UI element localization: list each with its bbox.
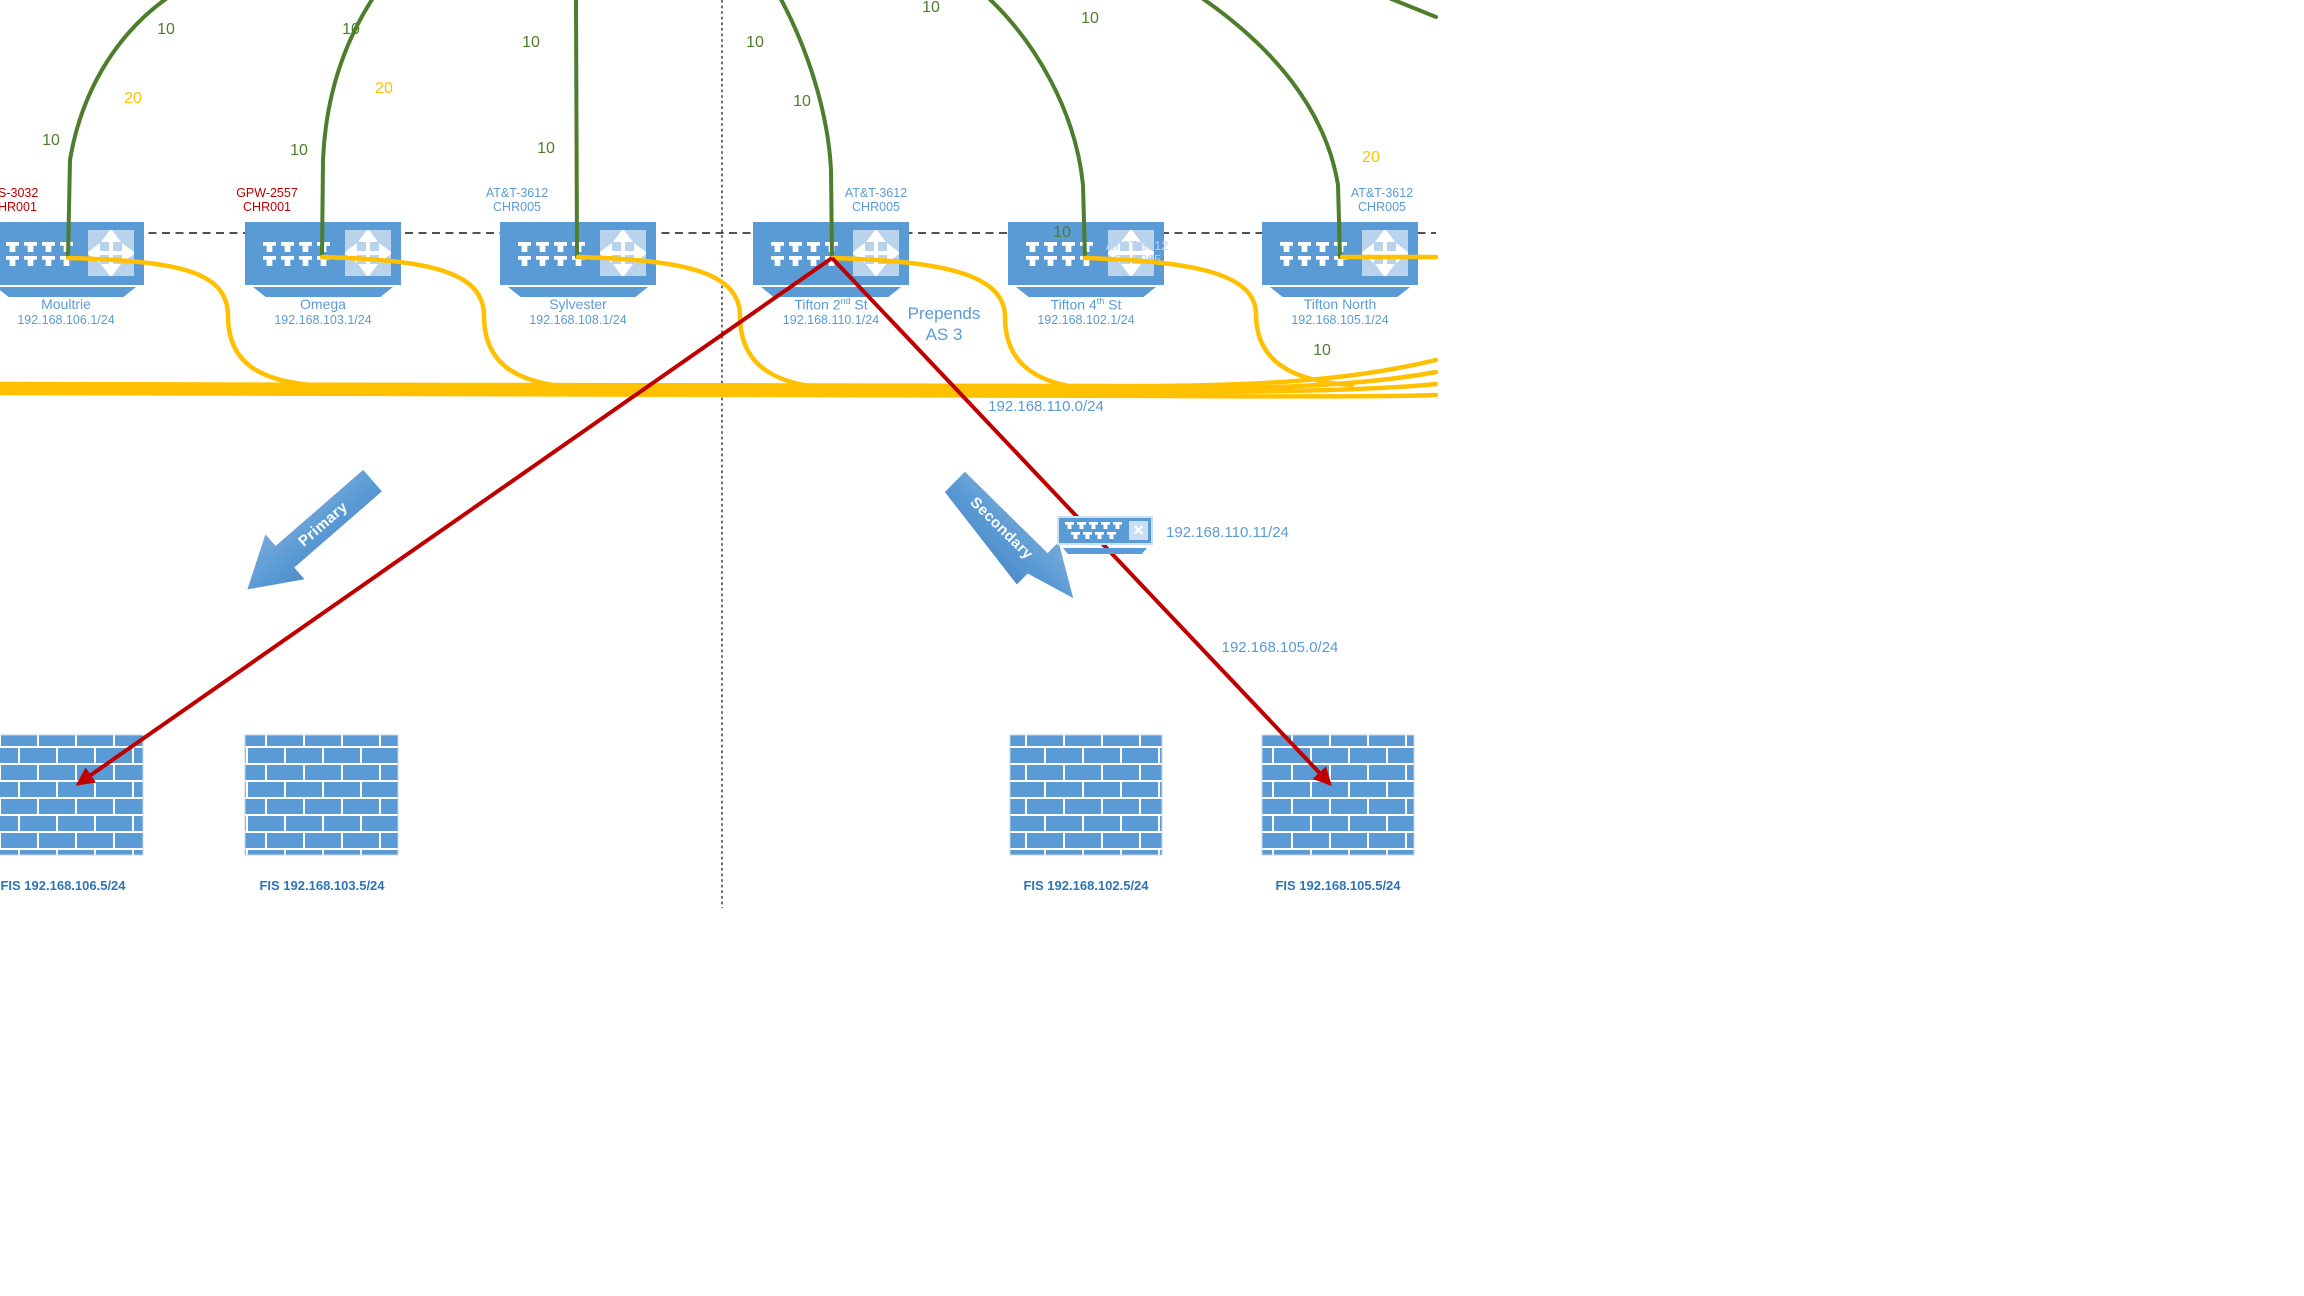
route-arrows-icon [851,228,901,278]
switch-110-11: ✕ [1057,516,1153,556]
cost-label: 20 [1362,149,1380,166]
router-name: Moultrie [41,296,91,312]
route-arrows-icon [598,228,648,278]
firewall-106 [0,734,144,856]
secondary-arrow-label: Secondary [966,493,1037,563]
firewalls [0,734,1415,856]
router-moultrie [0,222,144,302]
cost-label: 10 [1313,342,1331,359]
route-arrows-icon [86,228,136,278]
port-icons [1280,242,1352,268]
router-ip: 192.168.105.1/24 [1291,313,1389,327]
primary-path-arrow: Primary [227,457,393,613]
cost-label: 10 [1053,224,1071,241]
route-arrows-icon [343,228,393,278]
firewall-105 [1261,734,1415,856]
yellow-metro-links [0,254,1439,399]
firewall-label: FIS 192.168.106.5/24 [0,878,126,893]
prepends-as3-label: Prepends AS 3 [907,304,981,344]
port-icons [6,242,78,268]
port-icons [518,242,590,268]
port-icons [771,242,843,268]
cost-label: 10 [922,0,940,16]
red-primary-route [75,256,834,786]
cost-label: 10 [157,21,175,38]
cost-label: 20 [375,80,393,97]
cost-label: 10 [42,132,60,149]
port-icons [263,242,335,268]
router-name: Tifton North [1303,296,1377,312]
cost-label: 10 [522,34,540,51]
router-name: Tifton 4th St [1050,296,1122,313]
firewall-103 [244,734,399,856]
router-ip: 192.168.103.1/24 [274,313,372,327]
cost-label: 10 [290,142,308,159]
switch-ip-label: 192.168.110.11/24 [1166,524,1289,541]
cost-label: 10 [342,21,360,38]
firewall-label: FIS 192.168.103.5/24 [259,878,385,893]
switch-crossover-icon: ✕ [1129,521,1148,540]
network-105-label: 192.168.105.0/24 [1221,639,1339,656]
route-arrows-icon [1360,228,1410,278]
router-name: Sylvester [549,296,607,312]
router-ip: 192.168.106.1/24 [17,313,115,327]
firewall-102 [1009,734,1163,856]
router-omega [245,222,401,302]
cost-label: 10 [537,140,555,157]
primary-arrow-label: Primary [294,497,351,550]
router-ip: 192.168.108.1/24 [529,313,627,327]
cost-label: 10 [1081,10,1099,27]
cost-label: 10 [746,34,764,51]
firewall-label: FIS 192.168.102.5/24 [1023,878,1149,893]
router-tifton-2nd-st [753,222,909,302]
router-sylvester [500,222,656,302]
router-ip: 192.168.102.1/24 [1037,313,1135,327]
router-tifton-north [1262,222,1418,302]
cost-label: 10 [793,93,811,110]
router-name: Omega [300,296,346,312]
cost-label: 20 [124,90,142,107]
switch-pedestal [1063,548,1147,554]
top-clipped-label: CHR005 / ATL [496,0,656,4]
firewall-label: FIS 192.168.105.5/24 [1275,878,1401,893]
network-110-label: 192.168.110.0/24 [988,398,1104,415]
